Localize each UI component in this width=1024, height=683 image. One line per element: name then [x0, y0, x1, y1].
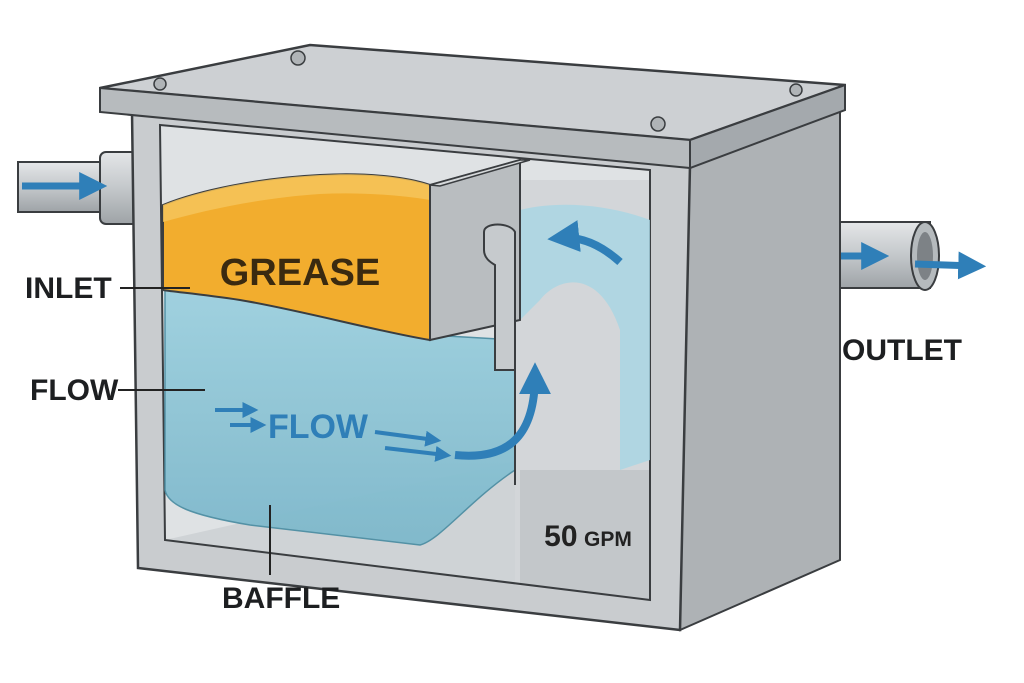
flow-arrows: FLOW [215, 220, 623, 462]
grease-layer: GREASE [162, 173, 431, 342]
baffle-label: BAFFLE [222, 582, 340, 615]
grease-label: GREASE [220, 252, 380, 294]
flow-label: FLOW [30, 374, 119, 407]
capacity-unit: GPM [584, 528, 632, 551]
inlet-pipe [17, 151, 143, 225]
outlet-label: OUTLET [842, 334, 962, 367]
water-right [520, 204, 650, 470]
inlet-label: INLET [25, 272, 112, 305]
capacity-label: 50 GPM [544, 520, 632, 553]
flow-inside-label: FLOW [268, 408, 369, 446]
baffle-wall [429, 158, 531, 485]
outlet-arrow-outer [914, 251, 987, 280]
capacity-value: 50 [544, 520, 577, 553]
outlet-tee [483, 223, 516, 371]
water-body [164, 289, 516, 546]
